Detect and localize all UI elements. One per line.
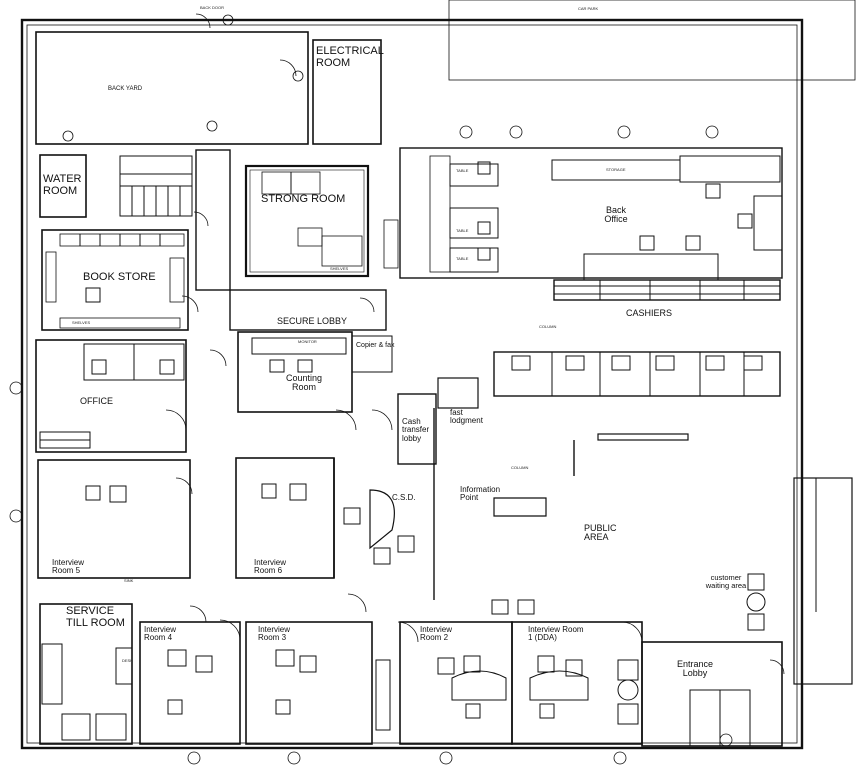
monitor-label: MONITOR (298, 339, 317, 344)
information-point-desk (493, 497, 547, 517)
book-store-label: BOOK STORE (83, 271, 156, 283)
interview-room-2-label: Interview Room 2 (420, 625, 453, 643)
back-office-label: Back Office (604, 205, 628, 225)
interview-room-1-walls (511, 621, 643, 745)
interview-room-3-walls (245, 621, 373, 745)
sink-label: SINK (124, 578, 134, 583)
interview-room-6-label: Interview Room 6 (254, 558, 287, 576)
electrical-room-label: ELECTRICAL ROOM (316, 45, 384, 69)
fast-lodgment-label: fast lodgment (450, 408, 483, 426)
column-label-cashiers: COLUMN (539, 324, 557, 329)
back-yard (35, 31, 309, 145)
car-park-area (448, 0, 856, 81)
service-corridor (195, 149, 231, 291)
secure-lobby-label: SECURE LOBBY (277, 316, 348, 326)
shelves-label-bookstore: SHELVES (72, 320, 91, 325)
counting-room-walls (237, 331, 353, 413)
interview-room-3-label: Interview Room 3 (258, 625, 291, 643)
table-label-1: TABLE (456, 168, 469, 173)
secure-lobby-walls (229, 289, 387, 331)
interview-room-4-walls (139, 621, 241, 745)
storage-label: STORAGE (606, 167, 626, 172)
interview-room-4-label: Interview Room 4 (144, 625, 177, 643)
strong-room-walls (244, 164, 370, 278)
customer-waiting-area-label: customer waiting area (705, 573, 747, 590)
cash-transfer-lobby (397, 393, 437, 465)
desk-label: DESK (122, 658, 133, 663)
csd-label: C.S.D. (392, 493, 416, 502)
back-yard-label: BACK YARD (108, 86, 143, 92)
information-point-label: Information Point (460, 485, 501, 503)
water-room-label: WATER ROOM (43, 173, 82, 197)
entrance-lobby-walls (641, 641, 783, 747)
water-room-walls (39, 154, 87, 218)
cash-transfer-lobby-label: Cash transfer lobby (402, 417, 430, 443)
public-area-label: PUBLIC AREA (584, 523, 617, 543)
column-label-public: COLUMN (511, 465, 529, 470)
shelves-label-strongroom: SHELVES (330, 266, 349, 271)
csd-desk (369, 489, 395, 550)
electrical-room-walls (312, 39, 382, 145)
office-label: OFFICE (80, 396, 113, 406)
fast-lodgment (437, 377, 479, 409)
back-door-label: BACK DOOR (200, 5, 225, 10)
counting-room-label: Counting Room (285, 373, 323, 393)
strong-room-label: STRONG ROOM (261, 193, 346, 205)
table-label-3: TABLE (456, 256, 469, 261)
car-park-label: CAR PARK (578, 6, 599, 11)
cashiers-label: CASHIERS (626, 308, 673, 318)
interview-room-5-label: Interview Room 5 (52, 558, 85, 576)
cashier-booths (493, 351, 781, 397)
table-label-2: TABLE (456, 228, 469, 233)
cashier-counter (553, 279, 781, 301)
book-store-walls (41, 229, 189, 331)
copier-fax-label: Copier & fax (356, 342, 395, 349)
outer-wall (20, 18, 804, 750)
interview-room-1-label: Interview Room 1 (DDA) (528, 625, 584, 643)
service-till-room-label: SERVICE TILL ROOM (66, 605, 125, 629)
office-walls (35, 339, 187, 453)
entrance-lobby-label: Entrance Lobby (676, 659, 714, 679)
interview-room-5-walls (37, 459, 191, 579)
